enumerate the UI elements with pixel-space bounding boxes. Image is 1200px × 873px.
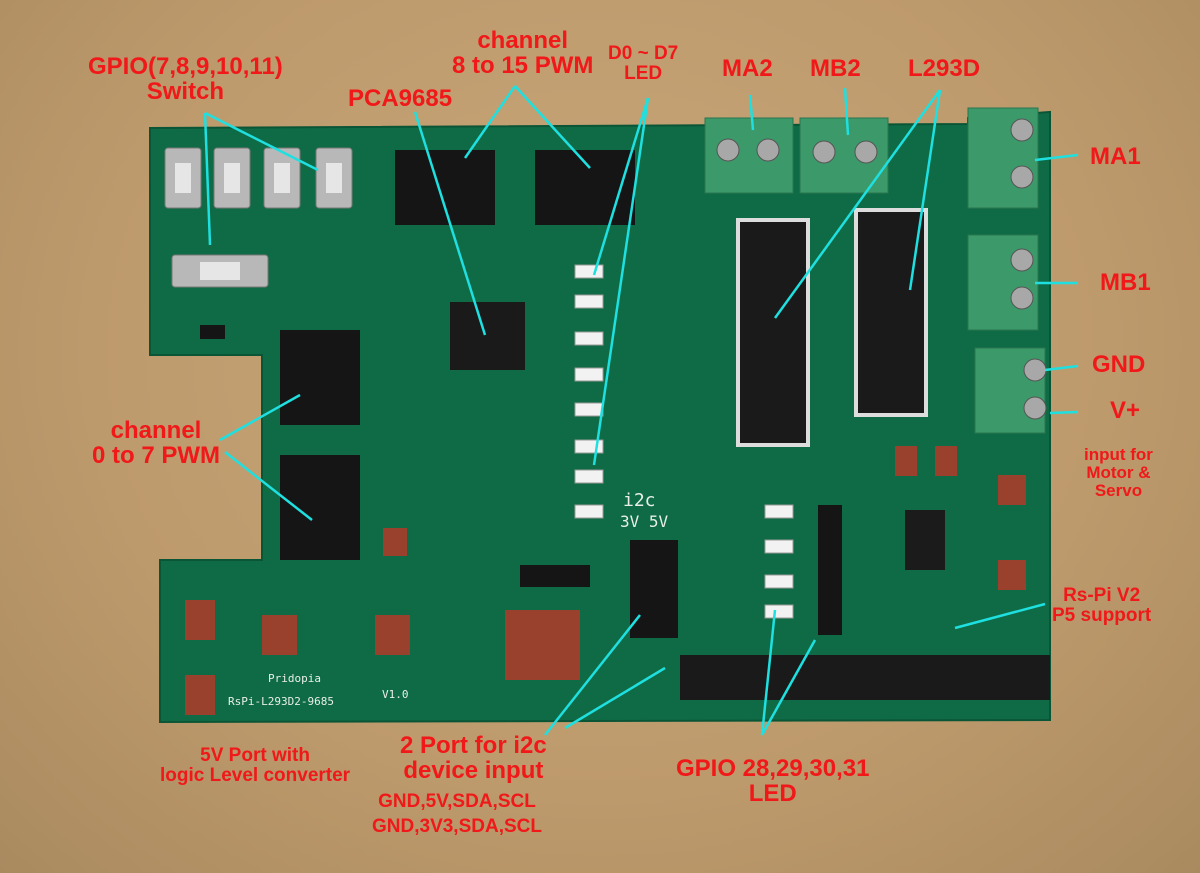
label-gpio-switch: GPIO(7,8,9,10,11) Switch [88,53,283,106]
pca9685-chip [450,302,525,370]
label-vplus: V+ [1110,397,1141,424]
label-ma2: MA2 [722,55,773,82]
label-line: Rs-Pi V2 [1063,585,1141,606]
label-line: logic Level converter [160,764,351,786]
silk-version: V1.0 [382,688,409,701]
label-gpio-led: GPIO 28,29,30,31 LED [676,755,870,808]
l293d-chip-1 [736,218,810,447]
label-line: GPIO 28,29,30,31 [676,755,870,782]
label-line: GND,5V,SDA,SCL [378,791,536,812]
label-d0-d7-led: D0 ~ D7 LED [608,44,678,84]
leds [574,264,794,619]
label-line: device input [403,757,544,785]
label-line: 2 Port for i2c [400,732,547,759]
label-line: Motor & [1086,462,1151,482]
label-gnd: GND [1092,351,1146,378]
label-line: channel [110,417,202,444]
label-i2c-pins: GND,5V,SDA,SCL GND,3V3,SDA,SCL [372,790,542,839]
l293d-chip-2 [854,208,928,417]
label-channel-8-15: channel 8 to 15 PWM [452,27,594,80]
label-mb1: MB1 [1100,269,1151,296]
label-power-input: input for Motor & Servo [1084,446,1153,500]
label-l293d: L293D [908,55,981,82]
label-line: D0 ~ D7 [608,43,679,64]
label-line: Servo [1094,480,1143,500]
label-ma1: MA1 [1090,143,1141,170]
label-channel-0-7: channel 0 to 7 PWM [92,417,221,470]
silk-i2c: i2c [623,490,656,511]
label-line: 8 to 15 PWM [452,52,594,80]
label-line: LED [748,780,797,808]
label-line: LED [624,62,663,84]
label-pca9685: PCA9685 [348,85,453,112]
label-line: Switch [146,78,225,106]
label-line: P5 support [1052,604,1152,626]
label-i2c-ports: 2 Port for i2c device input [400,732,547,785]
silk-brand: Pridopia [268,672,321,685]
terminal-blocks [704,107,1046,434]
label-5v-port: 5V Port with logic Level converter [160,746,350,786]
silk-i2c-voltage: 3V 5V [620,512,669,531]
label-line: channel [477,27,569,54]
label-line: GPIO(7,8,9,10,11) [88,53,283,80]
label-line: 5V Port with [200,745,310,766]
label-line: input for [1084,445,1153,464]
silk-model: RsPi-L293D2-9685 [228,695,334,708]
gpio-header-26pin [680,655,1050,700]
leader-lines [203,85,1079,736]
label-mb2: MB2 [810,55,861,82]
label-line: GND,3V3,SDA,SCL [372,815,542,837]
label-rspi-v2: Rs-Pi V2 P5 support [1052,586,1151,626]
label-line: 0 to 7 PWM [92,442,221,470]
